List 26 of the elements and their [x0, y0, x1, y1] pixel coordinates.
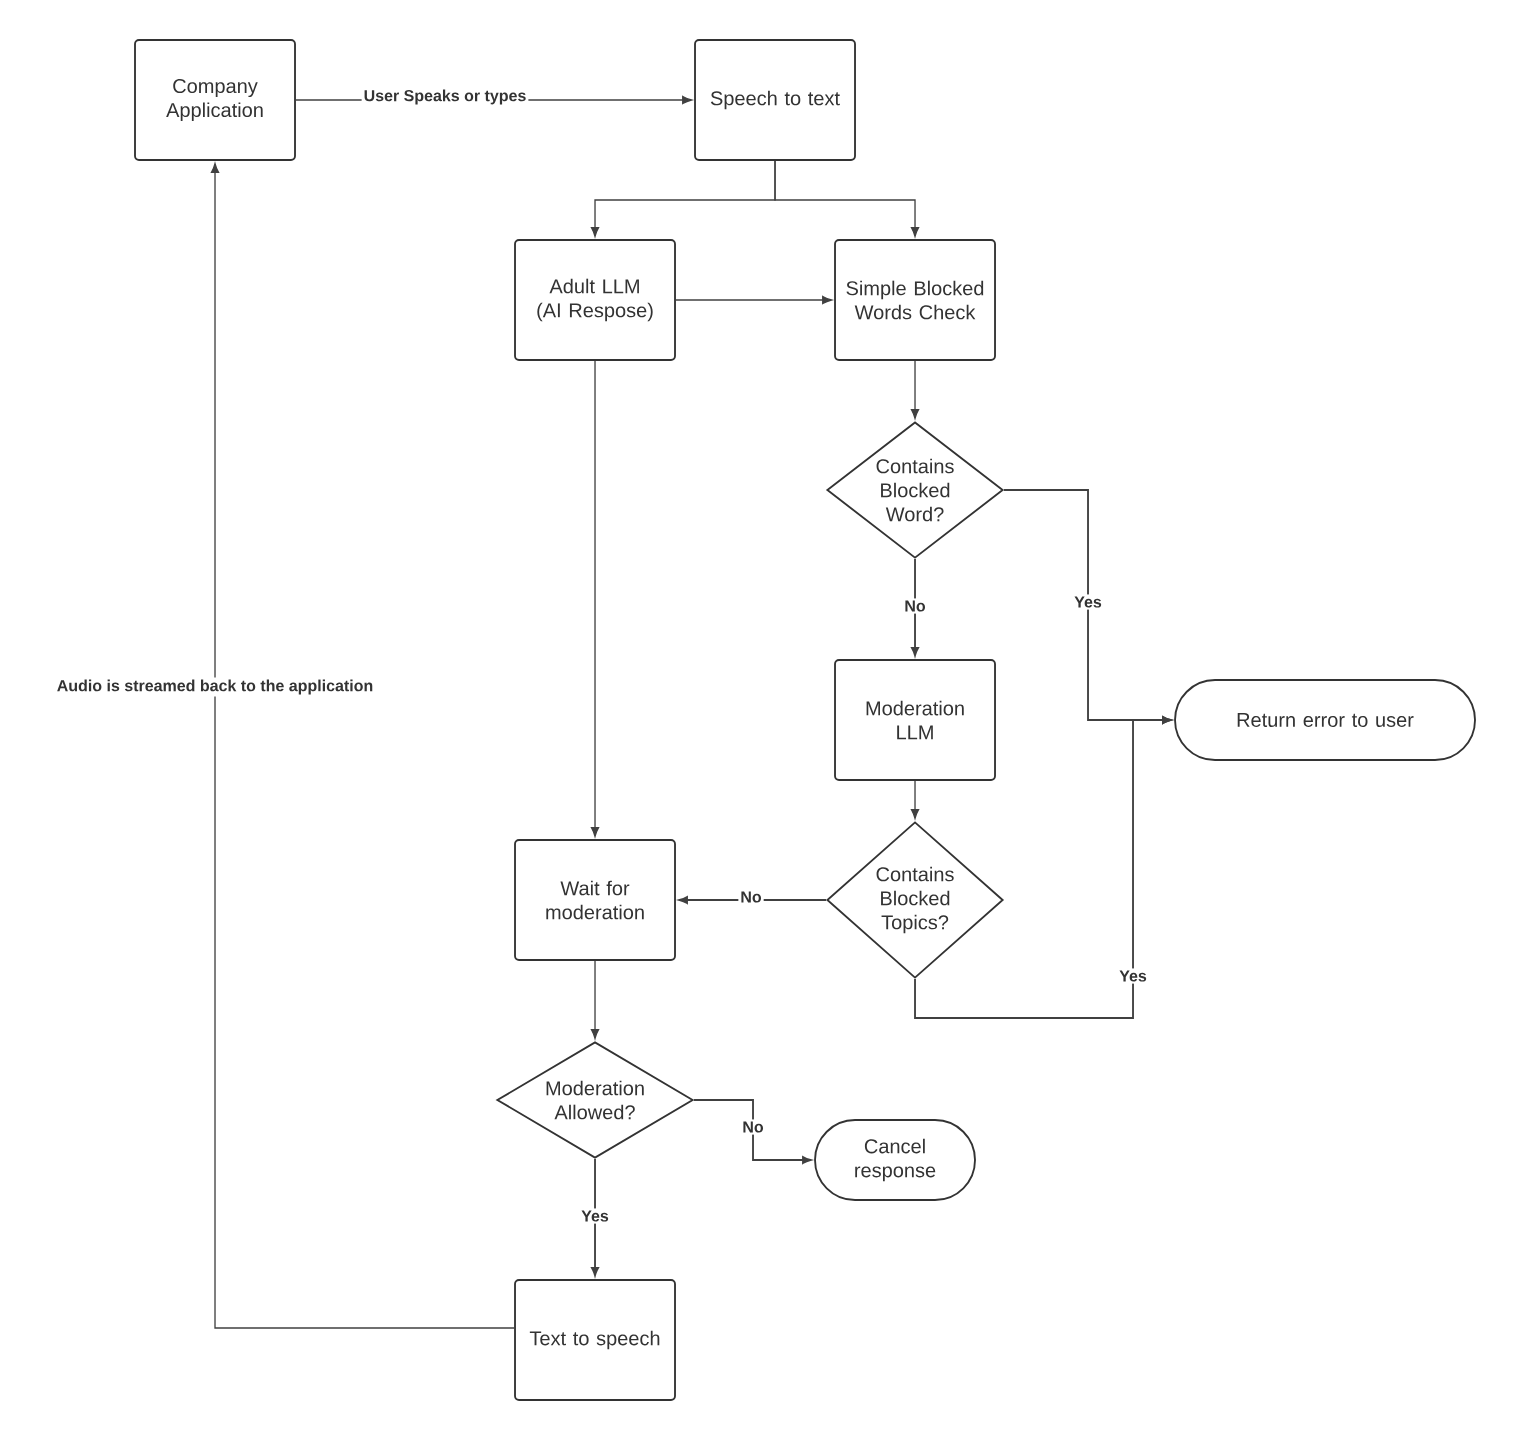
arrow [675, 295, 833, 305]
edge-label: Yes [579, 1208, 611, 1224]
terminal-box: Return error to user [1174, 679, 1476, 761]
terminal-box: Cancel response [814, 1119, 976, 1201]
edge-label: No [740, 1119, 766, 1135]
arrow [774, 160, 920, 238]
process-box: Speech to text [694, 39, 856, 161]
process-box: Text to speech [514, 1279, 676, 1401]
arrow [910, 780, 920, 820]
arrow [914, 716, 1172, 1019]
process-box: Company Application [134, 39, 296, 161]
edge-label: No [902, 598, 928, 614]
arrow [911, 558, 919, 657]
arrow [693, 1099, 812, 1164]
arrow [591, 1158, 599, 1277]
process-box: Wait for moderation [514, 839, 676, 961]
arrow [210, 162, 515, 1329]
arrow [910, 360, 920, 420]
process-box: Moderation LLM [834, 659, 996, 781]
arrow [590, 360, 600, 838]
process-box: Adult LLM (AI Respose) [514, 239, 676, 361]
arrow [590, 960, 600, 1040]
process-box: Simple Blocked Words Check [834, 239, 996, 361]
edge-label: Yes [1117, 968, 1149, 984]
edge-label: No [738, 889, 764, 905]
edge-label: Yes [1072, 594, 1104, 610]
